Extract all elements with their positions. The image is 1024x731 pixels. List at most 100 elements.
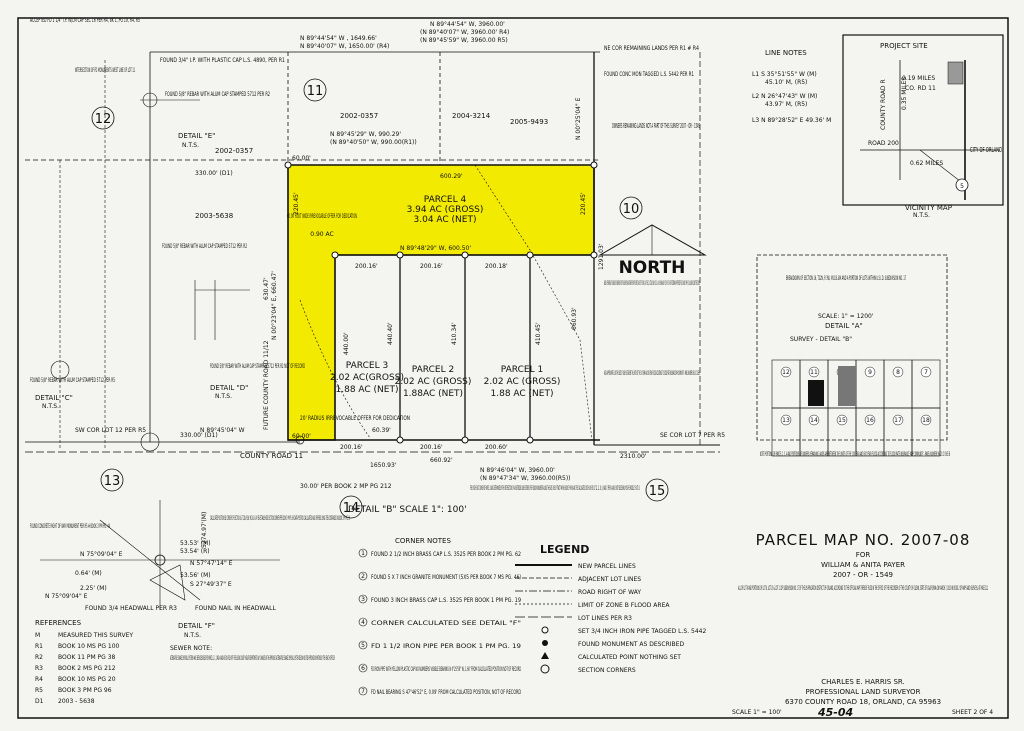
reference-value: 2003 - 5638 xyxy=(58,698,95,705)
monument-marker xyxy=(590,251,598,259)
title-description: ALL OF LOT 9 AND PORTIONS OF LOT 8, LOT … xyxy=(738,585,988,592)
detail-b-label: DETAIL "B" SCALE 1": 100' xyxy=(348,505,467,515)
legend-item-label: FOUND MONUMENT AS DESCRIBED xyxy=(578,641,684,648)
corner-note-number-icon xyxy=(358,571,368,581)
detail-a-lot-number-icon xyxy=(920,414,932,426)
dim-vert-2: 410.34' xyxy=(451,322,458,345)
detail-a-lot-cell xyxy=(911,407,941,457)
detail-a-lot-number: 16 xyxy=(866,417,874,424)
lot-15-number: 15 xyxy=(649,484,666,499)
detail-a-lot-number-icon xyxy=(892,366,904,378)
dim-60-39: 60.39' xyxy=(372,427,391,434)
lot-10-number: 10 xyxy=(623,202,640,217)
vicinity-nts: N.T.S. xyxy=(913,212,930,219)
dim-630: 630.47' xyxy=(263,277,270,300)
bearing-p4-north-2: (N 89°40'50" W, 990.00(R1)) xyxy=(330,139,417,146)
book-30-note: 30.00' PER BOOK 2 MP PG 212 xyxy=(300,483,392,490)
detail-a-lot-number: 13 xyxy=(782,417,790,424)
dim-p4-west: 220.45' xyxy=(293,192,300,215)
reference-key: M xyxy=(35,632,40,639)
vicinity-city-label: CITY OF ORLAND xyxy=(970,146,1002,154)
monument-marker xyxy=(590,161,598,169)
detail-f-d2: 53.54' (R) xyxy=(180,548,210,555)
corner-note-text: FD IRON PIPE WITH YELLOW PLASTIC CAP NO … xyxy=(371,666,521,673)
title-address: 6370 COUNTY ROAD 18, ORLAND, CA 95963 xyxy=(785,698,941,706)
vicinity-diagonal xyxy=(919,149,966,186)
line-note-1: L1 S 35°51'55" W (M) xyxy=(752,71,817,78)
dim-60-b: 60.00' xyxy=(292,433,311,440)
found-rebar-note-3: FOUND 5/8" REBAR WITH ALUM CAP STAMPED 5… xyxy=(210,363,305,370)
dim-west-330b: 330.00' (D1) xyxy=(180,432,218,439)
detail-a-lot-number-icon xyxy=(864,414,876,426)
accepted-monument-note: ACCEPTED FD 1 1/4" I.P. W/LM CAP SEC 16 … xyxy=(30,17,140,24)
corner-note-number: 2 xyxy=(361,573,365,580)
sewer-note-text: ALTERNATIVE SEWAGE DISPOSAL SYSTEMS HAVE… xyxy=(170,655,335,662)
seg-200-f: 200.60' xyxy=(485,444,508,451)
detail-a-lot-number-icon xyxy=(920,366,932,378)
detail-f-d7: N 75°09'04" E xyxy=(45,593,88,600)
legend-item-label: SECTION CORNERS xyxy=(578,667,636,674)
lot-14-circle xyxy=(339,495,363,519)
parcel-1-net: 1.88 AC (NET) xyxy=(491,389,554,399)
seg-200-e: 200.16' xyxy=(420,444,443,451)
reference-value: BOOK 10 MS PG 100 xyxy=(58,643,120,650)
corner-note-text: FOUND 5 X 7 INCH GRANITE MONUMENT (5X5 P… xyxy=(371,574,521,581)
detail-f-d9: S 27°49'37" E xyxy=(190,581,232,588)
legend-calculated-point-icon xyxy=(541,652,549,659)
parcel-map-title: PARCEL MAP NO. 2007-08 xyxy=(756,531,971,549)
detail-a-lot-number: 9 xyxy=(868,369,872,376)
corner-note-number: 6 xyxy=(361,665,365,672)
parcel-3-net: 1.88 AC (NET) xyxy=(336,385,399,395)
detail-d-nts: N.T.S. xyxy=(215,393,232,400)
found-rebar-note: FOUND 5/8" REBAR WITH ALUM CAP STAMPED 5… xyxy=(165,91,270,98)
parcel-4-gross: 3.94 AC (GROSS) xyxy=(407,205,484,215)
north-arrow-icon xyxy=(598,224,707,256)
legend-item-label: ROAD RIGHT OF WAY xyxy=(578,589,641,596)
corner-note-number-icon xyxy=(358,663,368,673)
flood-limit-line-2 xyxy=(299,299,371,439)
lot-11-circle xyxy=(303,78,327,102)
corner-note-number-icon xyxy=(358,548,368,558)
detail-a-lot-number: 11 xyxy=(810,369,818,376)
reference-key: D1 xyxy=(35,698,44,705)
ne-corner-note: NE COR REMAINING LANDS PER R1 # R4 xyxy=(604,45,699,52)
basis-of-bearing: BASIS OF BEARING THE BASIS OF BEARINGS F… xyxy=(604,280,700,287)
detail-c-label: DETAIL "C" xyxy=(35,394,73,402)
bearing-bottom-3: (N 89°47'34" W, 3960.00(R5)) xyxy=(480,475,571,482)
dim-vert-6: 660.93' xyxy=(571,307,578,330)
bearing-top-5: (N 89°45'59" W, 3960.00 R5) xyxy=(420,37,508,44)
deed-2003-5638: 2003-5638 xyxy=(195,212,233,220)
dim-vert-5: 410.45' xyxy=(535,322,542,345)
vicinity-road-200-label: ROAD 200 xyxy=(868,140,899,147)
detail-f-section-corner xyxy=(154,554,166,566)
legend-item-label: LIMIT OF ZONE B FLOOD AREA xyxy=(578,602,670,609)
parcel-4-name: PARCEL 4 xyxy=(424,195,467,205)
monument-marker xyxy=(461,251,469,259)
sheet-border xyxy=(17,17,1009,719)
detail-a-lot-number-icon xyxy=(780,414,792,426)
sewer-note-title: SEWER NOTE: xyxy=(170,645,212,652)
legend-item-label: ADJACENT LOT LINES xyxy=(578,576,641,583)
title-sheet: SHEET 2 OF 4 xyxy=(952,709,993,716)
legend-item-label: SET 3/4 INCH IRON PIPE TAGGED L.S. 5442 xyxy=(578,628,707,635)
corner-note-number-icon xyxy=(358,594,368,604)
deed-2005-9493: 2005-9493 xyxy=(510,118,548,126)
detail-e-circle xyxy=(142,92,158,108)
bearing-top-4: (N 89°40'07" W, 3960.00' R4) xyxy=(420,29,509,36)
title-role: PROFESSIONAL LAND SURVEYOR xyxy=(806,688,921,696)
reference-value: BOOK 2 MS PG 212 xyxy=(58,665,116,672)
detail-a-lot-number: 8 xyxy=(896,369,900,376)
detail-f-d6: 2.25' (M) xyxy=(80,585,107,592)
lot-12-circle xyxy=(91,106,115,130)
corner-note-number-icon xyxy=(358,617,368,627)
detail-f-d8: N 57°47'14" E xyxy=(190,560,233,567)
parcel-corner-marker xyxy=(295,435,305,445)
dim-p4-top: 600.29' xyxy=(440,173,463,180)
dim-660: 660.92' xyxy=(430,457,453,464)
detail-a-lot-number: 12 xyxy=(782,369,790,376)
found-3-4-pipe: FOUND 3/4" I.P. WITH PLASTIC CAP L.S. 48… xyxy=(160,57,285,64)
legend-item-label: NEW PARCEL LINES xyxy=(578,563,636,570)
bearing-bottom-2: N 89°46'04" W, 3960.00' xyxy=(480,467,555,474)
